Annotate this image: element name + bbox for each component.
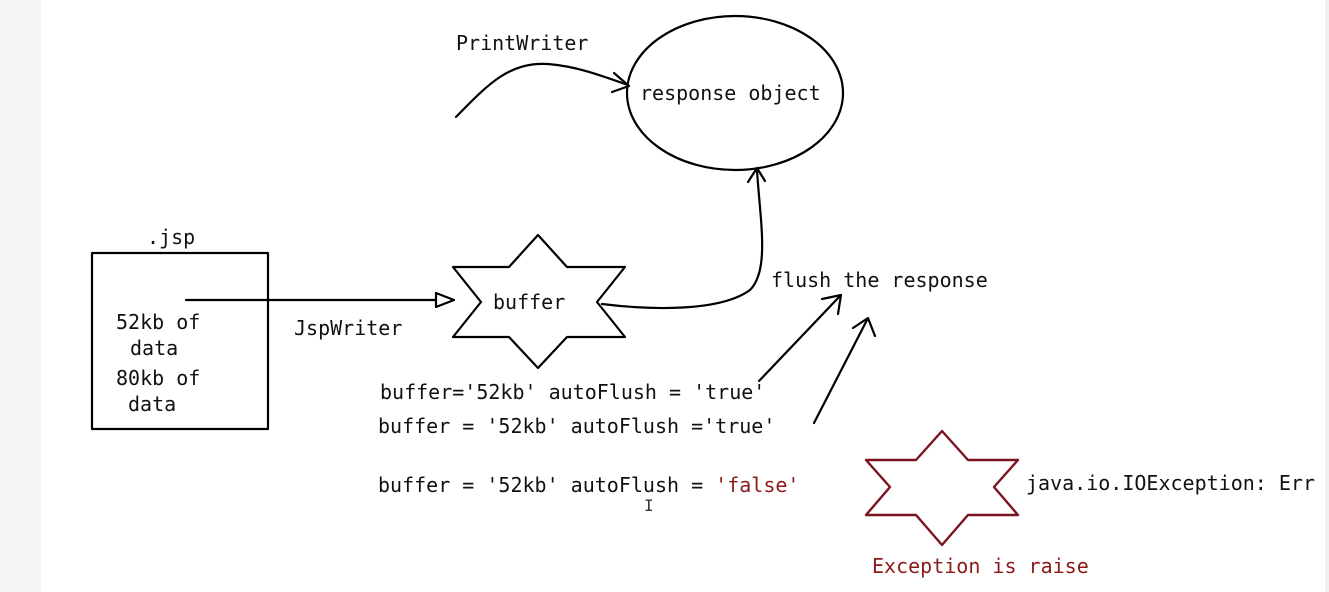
exception-raise-label: Exception is raise xyxy=(872,554,1089,578)
jsp-line-1: 52kb of xyxy=(116,310,200,334)
buffer-line-3-prefix: buffer = '52kb' autoFlush = xyxy=(378,473,715,497)
left-margin-strip xyxy=(0,0,41,592)
buffer-line-1: buffer='52kb' autoFlush = 'true' xyxy=(380,380,765,404)
jsp-line-3: 80kb of xyxy=(116,366,200,390)
flush-label: flush the response xyxy=(771,268,988,292)
printwriter-arrowhead xyxy=(610,71,631,94)
exception-text: java.io.IOException: Err xyxy=(1026,471,1315,495)
buffer-line-3: buffer = '52kb' autoFlush = 'false' xyxy=(378,473,799,497)
response-object-label: response object xyxy=(640,81,821,105)
printwriter-arrow xyxy=(454,62,630,119)
jspwriter-arrowhead xyxy=(434,291,456,309)
jsp-line-2: data xyxy=(130,336,178,360)
flush-arrow-2 xyxy=(812,318,869,425)
buffer-star xyxy=(451,233,627,370)
flush-arrow-1-head xyxy=(820,293,843,316)
flush-curve-arrowhead xyxy=(746,166,767,184)
right-margin-strip xyxy=(1325,0,1329,592)
flush-arrow-1 xyxy=(757,294,842,383)
flush-curve xyxy=(600,168,764,310)
buffer-line-3-false: 'false' xyxy=(715,473,799,497)
response-object-ellipse xyxy=(625,14,845,172)
flush-arrow-2-head xyxy=(851,316,877,338)
buffer-line-2: buffer = '52kb' autoFlush ='true' xyxy=(378,414,775,438)
jspwriter-label: JspWriter xyxy=(294,316,402,340)
jsp-box xyxy=(90,251,270,431)
jsp-label: .jsp xyxy=(147,225,195,249)
jsp-line-4: data xyxy=(128,392,176,416)
exception-star xyxy=(864,429,1020,547)
printwriter-label: PrintWriter xyxy=(456,31,588,55)
text-cursor-icon: I xyxy=(644,496,654,515)
buffer-label: buffer xyxy=(493,290,565,314)
